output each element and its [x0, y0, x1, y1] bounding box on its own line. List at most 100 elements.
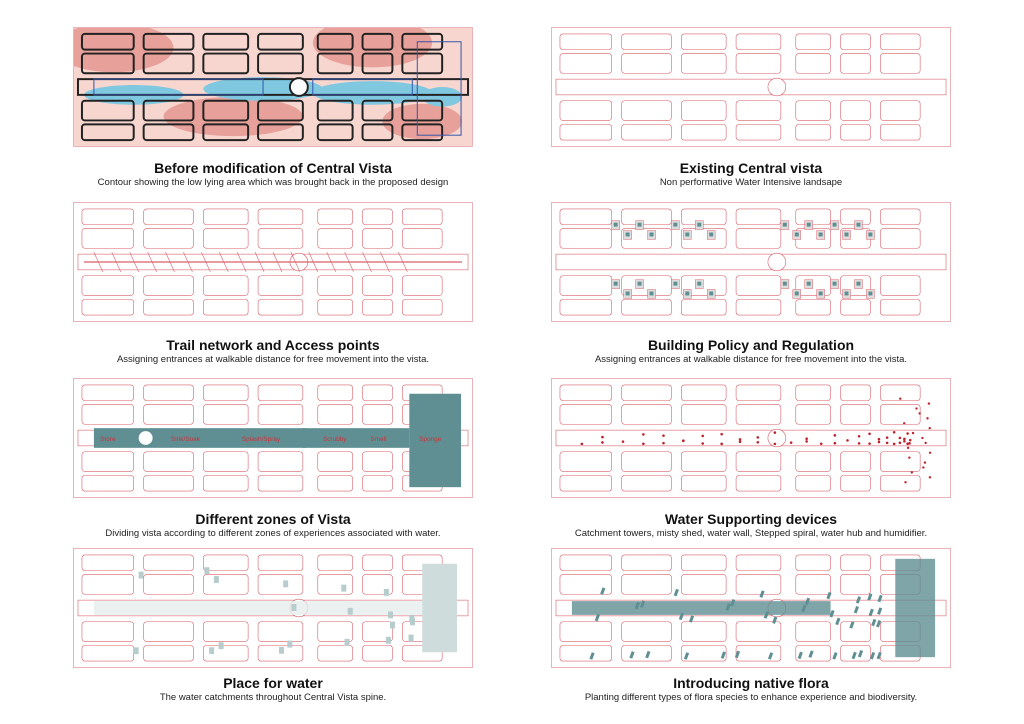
block [317, 404, 353, 425]
block [795, 451, 831, 472]
block [317, 228, 353, 249]
block [621, 208, 672, 225]
block [735, 299, 782, 316]
block [621, 100, 672, 121]
block [317, 554, 353, 571]
block [257, 228, 304, 249]
block [362, 228, 393, 249]
map-existing [551, 27, 951, 147]
block [317, 384, 353, 401]
block [795, 404, 831, 425]
block [795, 299, 831, 316]
block [880, 208, 921, 225]
block [80, 52, 135, 75]
block [559, 645, 612, 662]
block [143, 384, 194, 401]
block [317, 208, 353, 225]
caption-subtitle: Assigning entrances at walkable distance… [116, 354, 430, 365]
block [559, 228, 612, 249]
block [880, 475, 921, 492]
block [840, 384, 871, 401]
block [840, 53, 871, 74]
block [257, 123, 304, 142]
block [257, 451, 304, 472]
caption-subtitle: Catchment towers, misty shed, water wall… [574, 528, 928, 539]
block [316, 123, 354, 142]
block [621, 53, 672, 74]
block [621, 33, 672, 50]
block [559, 404, 612, 425]
block [362, 645, 393, 662]
block [681, 299, 727, 316]
map-building [551, 202, 951, 322]
block [795, 124, 831, 141]
block [257, 52, 304, 75]
block [362, 404, 393, 425]
block [143, 475, 194, 492]
zone-label: Store [100, 436, 116, 443]
block [681, 33, 727, 50]
block [735, 645, 782, 662]
caption-title: Different zones of Vista [195, 511, 351, 527]
block [401, 123, 444, 142]
block [202, 123, 250, 142]
block [681, 645, 727, 662]
block [681, 475, 727, 492]
block [621, 574, 672, 595]
block [559, 554, 612, 571]
block [559, 574, 612, 595]
block [316, 52, 354, 75]
block [362, 451, 393, 472]
block [559, 475, 612, 492]
block [621, 475, 672, 492]
block [257, 475, 304, 492]
block [257, 645, 304, 662]
block [402, 228, 443, 249]
block [257, 554, 304, 571]
block [402, 275, 443, 296]
block [80, 32, 135, 51]
block [143, 574, 194, 595]
block [203, 275, 249, 296]
block [361, 99, 394, 122]
block [795, 33, 831, 50]
block [362, 574, 393, 595]
block [203, 645, 249, 662]
block [735, 554, 782, 571]
block [257, 574, 304, 595]
block [621, 621, 672, 642]
block [735, 100, 782, 121]
caption-subtitle: Assigning entrances at walkable distance… [594, 354, 908, 365]
block [559, 275, 612, 296]
block [735, 404, 782, 425]
block [361, 52, 394, 75]
block [81, 645, 134, 662]
block [317, 275, 353, 296]
block [203, 475, 249, 492]
block [621, 451, 672, 472]
block [559, 208, 612, 225]
block [840, 275, 871, 296]
block [880, 53, 921, 74]
caption-title: Introducing native flora [673, 675, 829, 691]
block [559, 124, 612, 141]
block [795, 53, 831, 74]
block [559, 100, 612, 121]
block [880, 384, 921, 401]
block [202, 52, 250, 75]
caption-title: Trail network and Access points [166, 337, 380, 353]
block [81, 228, 134, 249]
block [559, 299, 612, 316]
block [840, 299, 871, 316]
block [880, 451, 921, 472]
block [795, 645, 831, 662]
block [257, 299, 304, 316]
block [735, 228, 782, 249]
block [203, 554, 249, 571]
block [681, 404, 727, 425]
block [559, 451, 612, 472]
